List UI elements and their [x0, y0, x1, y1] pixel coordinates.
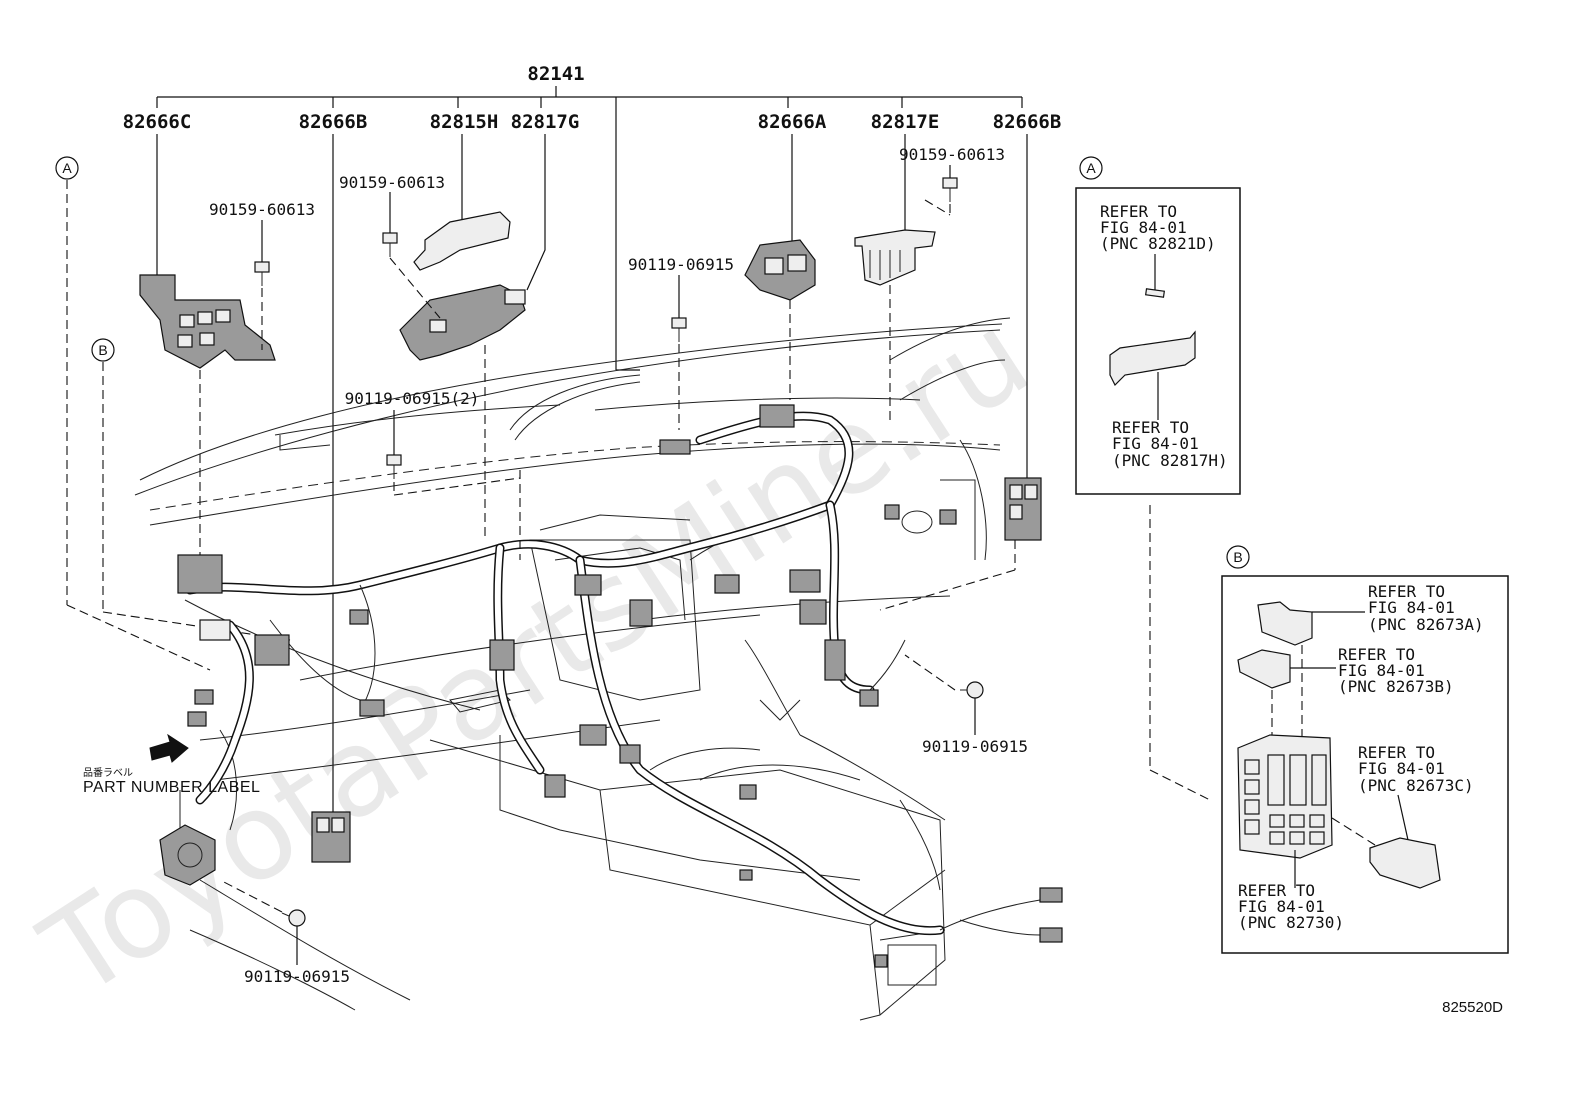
part-label-82666b-right: 82666B: [993, 111, 1062, 133]
inset-box-a: A REFER TO FIG 84-01 (PNC 82821D) REFER …: [1075, 156, 1241, 801]
relay-82666b-left: [311, 811, 351, 863]
part-label-82817e: 82817E: [871, 111, 940, 133]
svg-text:B: B: [98, 342, 107, 358]
bracket-icon: [1109, 330, 1196, 387]
svg-text:(PNC 82673A): (PNC 82673A): [1368, 615, 1484, 634]
svg-text:REFER TO: REFER TO: [1368, 582, 1445, 601]
svg-text:(PNC 82817H): (PNC 82817H): [1112, 451, 1228, 470]
main-part-number: 82141: [527, 63, 584, 85]
bracket-82817g: [399, 284, 526, 361]
bolt-label-3: 90159-60613: [899, 145, 1005, 164]
part-label-82815h: 82815H: [430, 111, 499, 133]
relay-82666b-right: [1004, 477, 1042, 541]
harness-connectors: [177, 404, 1063, 968]
svg-text:FIG 84-01: FIG 84-01: [1112, 434, 1199, 453]
svg-text:(PNC 82673C): (PNC 82673C): [1358, 776, 1474, 795]
callout-b: B: [91, 338, 291, 641]
arrow-icon: [149, 733, 189, 763]
svg-text:A: A: [62, 160, 72, 176]
bolt-label-5: 90119-06915(2): [345, 389, 480, 408]
svg-text:REFER TO: REFER TO: [1358, 743, 1435, 762]
svg-text:(PNC 82730): (PNC 82730): [1238, 913, 1344, 932]
svg-text:FIG 84-01: FIG 84-01: [1100, 218, 1187, 237]
callout-a: A: [55, 156, 211, 671]
part-label-82666b-left: 82666B: [299, 111, 368, 133]
svg-text:(PNC 82821D): (PNC 82821D): [1100, 234, 1216, 253]
svg-text:FIG 84-01: FIG 84-01: [1238, 897, 1325, 916]
relay-icon: [1237, 649, 1291, 689]
bolt-label-7: 90119-06915: [244, 967, 350, 986]
svg-text:FIG 84-01: FIG 84-01: [1358, 759, 1445, 778]
svg-text:REFER TO: REFER TO: [1338, 645, 1415, 664]
bracket-82817e: [854, 229, 936, 286]
connector-icon: [1369, 837, 1441, 889]
harness-end-clamp: [159, 824, 216, 886]
bolt-icons: [219, 165, 984, 965]
bolt-label-2: 90159-60613: [339, 173, 445, 192]
bolt-label-4: 90119-06915: [628, 255, 734, 274]
wire-harness-82141: [185, 374, 1041, 936]
part-label-82666c: 82666C: [123, 111, 192, 133]
svg-text:REFER TO: REFER TO: [1112, 418, 1189, 437]
part-number-label-jp: 品番ラベル: [83, 767, 133, 779]
clip-icon: [1144, 288, 1166, 298]
relay-block-82666c: [139, 274, 276, 369]
part-number-label-callout: 品番ラベル PART NUMBER LABEL: [83, 733, 260, 796]
watermark: ToyotaPartsMine.ru: [19, 286, 1053, 1025]
inset-b-marker: B: [1233, 549, 1242, 565]
junction-block-icon: [1237, 734, 1333, 859]
part-label-82817g: 82817G: [511, 111, 580, 133]
cover-82815h: [413, 211, 511, 271]
svg-text:(PNC 82673B): (PNC 82673B): [1338, 677, 1454, 696]
figure-code: 825520D: [1442, 999, 1503, 1016]
svg-text:REFER TO: REFER TO: [1238, 881, 1315, 900]
part-label-82666a: 82666A: [758, 111, 827, 133]
svg-text:FIG 84-01: FIG 84-01: [1368, 598, 1455, 617]
dashboard-outline: [134, 317, 1011, 1021]
bolt-label-6: 90119-06915: [922, 737, 1028, 756]
inset-box-b: B REFER TO FIG 84-01 (PNC 82673A) REFER …: [1221, 545, 1509, 954]
relay-82666a: [744, 239, 816, 301]
svg-text:FIG 84-01: FIG 84-01: [1338, 661, 1425, 680]
relay-icon: [1257, 601, 1313, 646]
inset-a-marker: A: [1086, 160, 1096, 176]
bolt-label-1: 90159-60613: [209, 200, 315, 219]
leader-tree: [156, 86, 1028, 825]
svg-text:REFER TO: REFER TO: [1100, 202, 1177, 221]
part-number-label-en: PART NUMBER LABEL: [83, 779, 260, 796]
